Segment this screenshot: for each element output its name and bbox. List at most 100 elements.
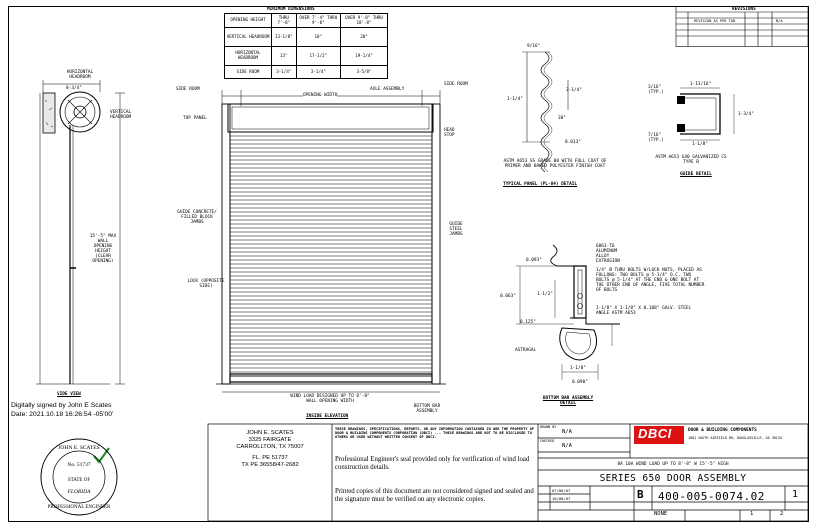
curtain-slats	[230, 135, 432, 373]
scale-value: NONE	[654, 511, 668, 517]
wind-load-note: WIND LOAD DESIGNED UP TO 8'-8" WALL OPEN…	[290, 394, 370, 404]
company-name: DOOR & BUILDING COMPONENTS	[688, 428, 757, 433]
engineer-phone: TX PE 36558/47-2682	[241, 462, 299, 468]
lock-label: LOCK (OPPOSITE SIDE)	[187, 279, 225, 289]
revision-block-title: REVISIONS	[732, 7, 756, 12]
table-header: OVER 9'-8" THRU 18'-8"	[340, 13, 388, 28]
bottom-bar-label: BOTTOM BAR ASSEMBLY	[413, 404, 441, 414]
angle-note: 1-1/8" X 1-1/8" X 0.108" GALV. STEEL ANG…	[596, 306, 692, 316]
sheet-size: B	[637, 488, 644, 501]
date-1: 07/06/07	[552, 488, 571, 493]
panel-dim-top: 9/16"	[527, 44, 541, 49]
horizontal-headroom-label: HORIZONTAL HEADROOM	[66, 70, 94, 80]
guide-steel-label: GUIDE STEEL JAMBS	[449, 222, 463, 237]
table-row: HORIZONTAL HEADROOM 13" 17-1/2" 19-1/4"	[224, 46, 388, 66]
revision-approval: N/A	[776, 19, 783, 23]
seal-name: JOHN E. SCATES	[58, 445, 100, 451]
panel-detail-lines	[522, 51, 569, 173]
side-view-lines	[36, 80, 125, 385]
dimension-table-title: MINIMUM DIMENSIONS	[267, 7, 315, 12]
bb-dim-a: 0.093"	[526, 258, 542, 263]
table-row: VERTICAL HEADROOM 13-1/8" 18" 20"	[224, 27, 388, 47]
sheet-number: 1	[750, 511, 754, 517]
bb-dim-c: 1-1/2"	[537, 292, 553, 297]
engineer-address2: CARROLLTON, TX 75007	[236, 444, 304, 450]
sheet-of: 2	[780, 511, 784, 517]
engineer-address-block: JOHN E. SCATES 3325 FAIRGATE CARROLLTON,…	[210, 430, 330, 469]
checked-value: N/A	[562, 443, 572, 449]
guide-detail-lines	[677, 87, 735, 141]
guide-typ2: 7/16" (TYP.)	[648, 133, 664, 143]
dimension-table-header-row: OPENING HEIGHT THRU 7'-8" OVER 7'-4" THR…	[224, 13, 388, 28]
digital-signature-line2: Date: 2021.10.18 16:26:54 -05'00'	[11, 411, 114, 418]
dbci-logo: DBCI	[638, 426, 672, 441]
digital-signature-line1: Digitally signed by John E Scates	[11, 402, 112, 409]
table-cell: SIDE ROOM	[224, 65, 272, 79]
guide-typ1: 3/16" (TYP.)	[648, 85, 664, 95]
signature-check	[93, 447, 110, 464]
drawing-subtitle: 8A 10A WIND LOAD UP TO 8'-8" W 15'-5" HI…	[617, 462, 729, 467]
guide-dim-top: 1-13/16"	[690, 82, 712, 87]
opening-width-label: OPENING WIDTH	[303, 93, 338, 98]
panel-detail-caption: TYPICAL PANEL (PL-04) DETAIL	[503, 182, 578, 187]
inside-elevation-caption: INSIDE ELEVATION	[306, 414, 349, 419]
seal-profession: PROFESSIONAL ENGINEER	[47, 505, 111, 510]
guide-material-note: ASTM A653 G40 GALVANIZED CS TYPE B	[655, 155, 727, 165]
drawn-by-label: DRAWN BY	[540, 425, 557, 429]
guide-dim-bottom: 1-1/8"	[692, 142, 708, 147]
seal-state: FLORIDA	[67, 489, 91, 495]
bb-dim-f: 0.090"	[572, 380, 588, 385]
guide-concrete-label: GUIDE CONCRETE/ FILLED BLOCK JAMBS	[177, 210, 217, 225]
table-cell: 17-1/2"	[295, 46, 342, 66]
pe-seal-circles	[40, 438, 118, 516]
date-2: 10/08/07	[552, 496, 571, 501]
vertical-headroom-label: VERTICAL HEADROOM	[110, 110, 132, 120]
table-cell: 19-1/4"	[340, 46, 388, 66]
bb-dim-d: 0.125"	[520, 320, 536, 325]
side-room-left-label: SIDE ROOM	[176, 87, 200, 92]
bottom-bar-detail-lines	[516, 244, 620, 380]
minimum-dimensions-table: OPENING HEIGHT THRU 7'-8" OVER 7'-4" THR…	[224, 13, 388, 79]
table-cell: 18"	[295, 27, 342, 47]
table-cell: 13"	[271, 46, 297, 66]
elevation-lines	[216, 90, 446, 393]
table-header: THRU 7'-8"	[271, 13, 297, 28]
bb-dim-b: 0.063"	[500, 294, 516, 299]
table-cell: HORIZONTAL HEADROOM	[224, 46, 272, 66]
seal-state-of: STATE OF	[67, 478, 91, 483]
table-cell: 3-5/8"	[340, 65, 388, 79]
extrusion-label: 6063-T6 ALUMINUM ALLOY EXTRUSION	[596, 244, 620, 264]
astragal-label: ASTRAGAL	[515, 348, 537, 353]
pe-seal-note: Professional Engineer's seal provided on…	[335, 456, 530, 471]
drawn-by-value: N/A	[562, 429, 572, 435]
opening-height-note: 15'-5" MAX WALL OPENING HEIGHT (CLEAR OP…	[89, 234, 117, 264]
panel-dim-bottom: 0.013"	[565, 140, 581, 145]
disclaimer-text: THESE DRAWINGS, SPECIFICATIONS, REPORTS,…	[335, 427, 535, 440]
revision-block-lines	[675, 6, 809, 47]
guide-dim-right: 1-3/4"	[738, 112, 754, 117]
guide-detail-caption: GUIDE DETAIL	[680, 172, 712, 177]
company-address: 1001 SOUTH AIRFIELD DR, DOUGLASVILLE, GA…	[688, 436, 782, 440]
bb-dim-e: 1-1/8"	[570, 366, 586, 371]
panel-dim-height: 1-1/4"	[507, 97, 523, 102]
table-cell: 3-1/4"	[271, 65, 297, 79]
dbci-logo-mark	[634, 426, 684, 444]
side-view-caption: SIDE VIEW	[57, 392, 81, 397]
revision-description: REVISION AS PER TAB	[694, 19, 736, 23]
top-panel-label: TOP PANEL	[183, 116, 207, 121]
table-cell: 13-1/8"	[271, 27, 297, 47]
engineer-license: FL. PE 51737	[252, 455, 288, 461]
table-header: OPENING HEIGHT	[224, 13, 272, 28]
axle-assembly-label: AXLE ASSEMBLY	[370, 87, 405, 92]
drawing-title: SERIES 650 DOOR ASSEMBLY	[599, 473, 747, 484]
checked-label: CHECKED	[540, 439, 555, 443]
drawing-number: 400-005-0074.02	[658, 490, 765, 503]
title-block-lines	[207, 423, 809, 522]
revision-number: 1	[792, 489, 799, 500]
panel-dim-right: 3-1/4"	[566, 88, 582, 93]
table-header: OVER 7'-4" THRU 9'-8"	[295, 13, 342, 28]
engineer-name: JOHN E. SCATES	[246, 430, 294, 436]
table-row: SIDE ROOM 3-1/4" 3-1/4" 3-5/8"	[224, 65, 388, 79]
engineer-address1: 3325 FAIRGATE	[248, 437, 292, 443]
